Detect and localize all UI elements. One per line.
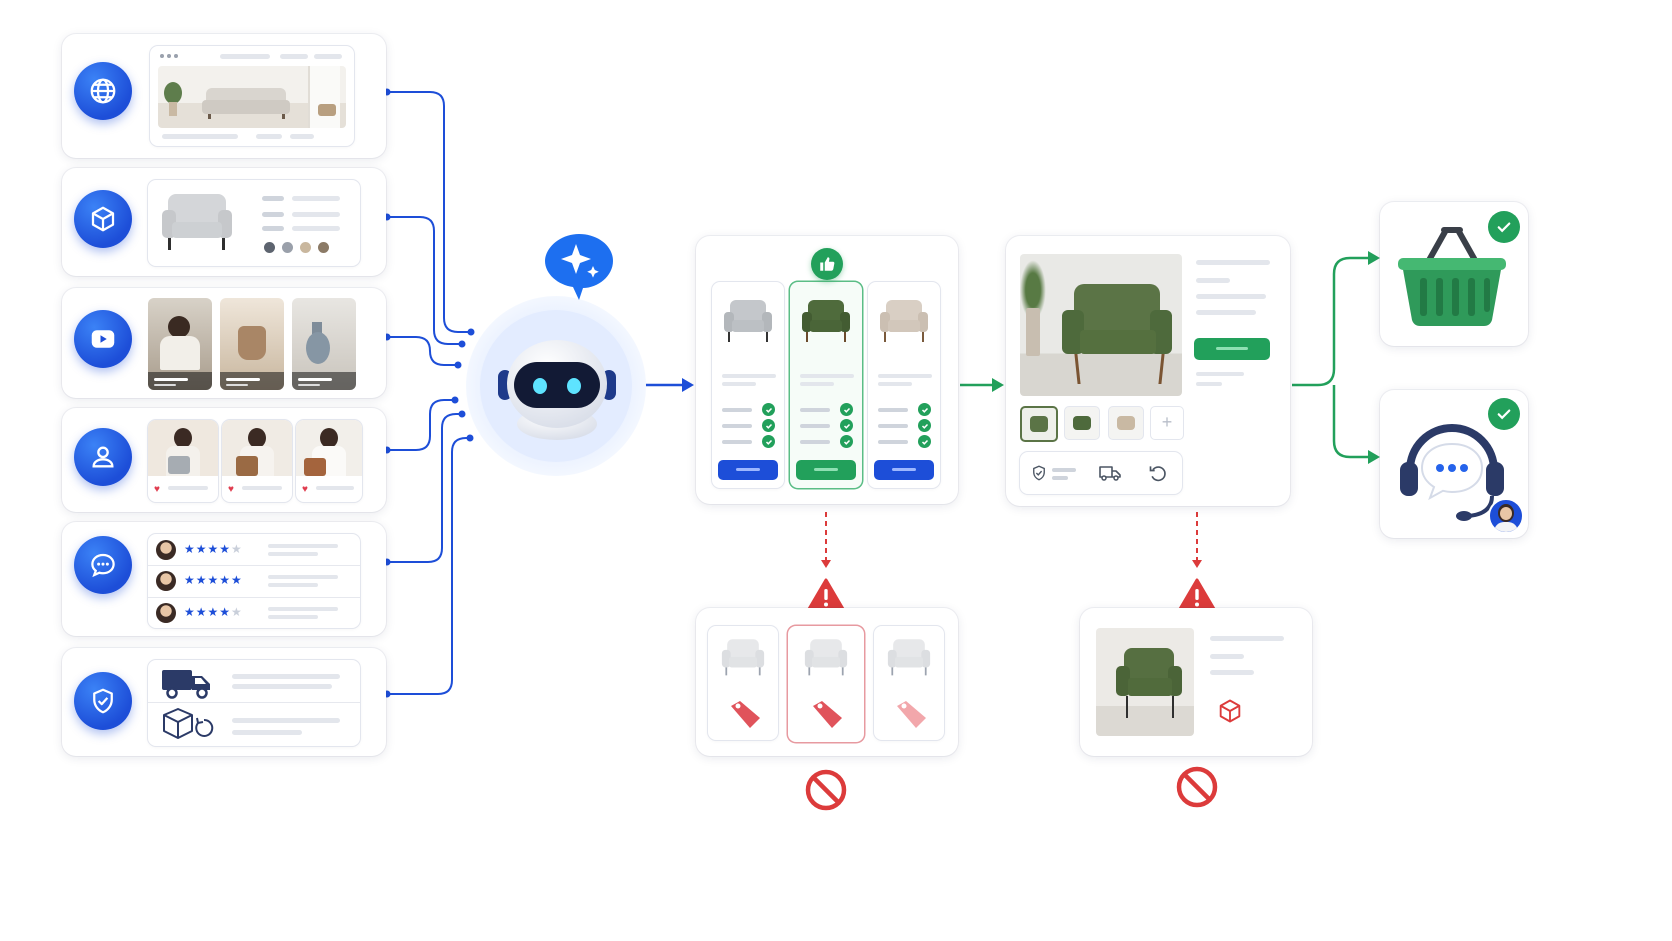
rating-stars: ★★★★★: [184, 542, 243, 556]
user-icon: [74, 428, 132, 486]
agent-avatar: [1488, 498, 1524, 534]
avatar: [156, 603, 176, 623]
source-card-people[interactable]: ♥ ♥ ♥: [62, 408, 386, 512]
customer-photo-card[interactable]: ♥: [148, 420, 218, 502]
support-headset-icon: [1400, 424, 1504, 521]
connector-reviews: [387, 413, 462, 563]
outcome-card-purchase: [1380, 202, 1528, 346]
arrow-detail-to-outcomes: [1292, 256, 1372, 459]
cube-icon: [74, 190, 132, 248]
variant-thumb-selected[interactable]: [1020, 406, 1058, 442]
add-variant-button[interactable]: +: [1150, 406, 1184, 440]
select-button[interactable]: [874, 460, 934, 480]
customer-photo-card[interactable]: ♥: [296, 420, 362, 502]
rating-stars: ★★★★★: [184, 605, 243, 619]
product-detail-card: +: [1006, 236, 1290, 506]
product-comparison-card: [696, 236, 958, 504]
select-button[interactable]: [718, 460, 778, 480]
source-card-product[interactable]: [62, 168, 386, 276]
review-row: ★★★★★: [148, 598, 360, 628]
connector-video: [387, 336, 458, 366]
sofa-image: [158, 66, 346, 128]
no-entry-icon: [805, 769, 847, 811]
armchair-grey-image: [724, 300, 772, 342]
play-icon: [74, 310, 132, 368]
price-tag-icon: [813, 701, 842, 728]
source-card-reviews[interactable]: ★★★★★ ★★★★★ ★★★★★: [62, 522, 386, 636]
source-card-shipping[interactable]: [62, 648, 386, 756]
shipping-returns-info: [148, 660, 360, 746]
rating-stars: ★★★★★: [184, 573, 243, 587]
box-return-icon: [163, 708, 214, 739]
robot-icon: [498, 340, 616, 440]
review-row: ★★★★★: [148, 566, 360, 598]
warning-triangle-icon: [807, 578, 845, 611]
source-card-video[interactable]: [62, 288, 386, 398]
rejected-option: [874, 626, 944, 740]
review-list: ★★★★★ ★★★★★ ★★★★★: [148, 534, 360, 628]
connector-web: [387, 91, 470, 333]
rejected-price-options: [696, 608, 958, 756]
success-check-icon: [1488, 398, 1520, 430]
truck-icon: [1099, 466, 1121, 481]
compare-option[interactable]: [868, 282, 940, 488]
variant-thumb[interactable]: [1064, 406, 1100, 440]
source-card-web[interactable]: [62, 34, 386, 158]
variant-thumb[interactable]: [1108, 406, 1144, 440]
rejected-product-detail: [1080, 608, 1312, 756]
armchair-beige-image: [880, 300, 928, 342]
outcome-card-support: [1380, 390, 1528, 538]
customer-photo-card[interactable]: ♥: [222, 420, 292, 502]
review-row: ★★★★★: [148, 534, 360, 566]
product-preview: [148, 180, 360, 266]
trust-badges: [1020, 452, 1182, 494]
rejected-option: [708, 626, 778, 740]
chat-icon: [74, 536, 132, 594]
select-button[interactable]: [796, 460, 856, 480]
armchair-image: [160, 188, 240, 258]
success-check-icon: [1488, 211, 1520, 243]
no-entry-icon: [1176, 766, 1218, 808]
sparkle-icon: [543, 232, 615, 300]
video-thumbnail[interactable]: [148, 298, 212, 390]
return-icon: [1149, 466, 1166, 482]
thumbs-up-icon: [811, 248, 843, 280]
add-to-cart-button[interactable]: [1194, 338, 1270, 360]
video-thumbnail[interactable]: [292, 298, 356, 390]
globe-icon: [74, 62, 132, 120]
price-tag-icon: [897, 701, 926, 728]
compare-option-recommended[interactable]: [790, 282, 862, 488]
website-preview: [150, 46, 354, 146]
connector-people: [387, 399, 455, 451]
connector-shipping: [387, 437, 470, 695]
truck-icon: [162, 670, 210, 699]
rejected-option-highlighted: [788, 626, 864, 742]
shield-icon: [1033, 465, 1045, 481]
connector-product: [387, 216, 462, 345]
armchair-green-image: [802, 300, 850, 342]
product-main-image: [1020, 254, 1182, 396]
shield-check-icon: [74, 672, 132, 730]
price-tag-icon: [731, 701, 760, 728]
video-thumbnail[interactable]: [220, 298, 284, 390]
compare-option[interactable]: [712, 282, 784, 488]
basket-icon: [1398, 227, 1506, 326]
warning-triangle-icon: [1178, 578, 1216, 611]
avatar: [156, 571, 176, 591]
cube-icon: [1219, 699, 1241, 723]
rejected-product-image: [1096, 628, 1194, 736]
avatar: [156, 540, 176, 560]
